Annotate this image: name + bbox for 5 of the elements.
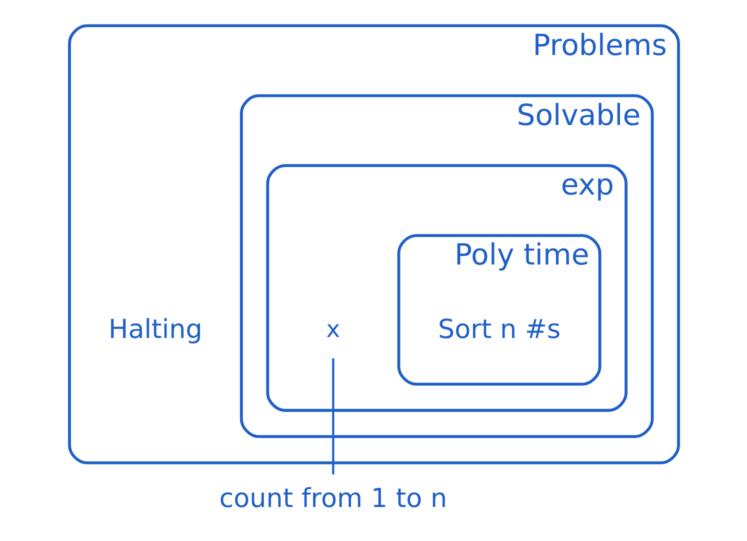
node-text: Sort n #s <box>437 315 560 346</box>
node-text: count from 1 to n <box>218 484 447 514</box>
node-text: Halting <box>108 315 202 346</box>
node-text: x <box>326 316 340 344</box>
connector <box>332 358 334 474</box>
